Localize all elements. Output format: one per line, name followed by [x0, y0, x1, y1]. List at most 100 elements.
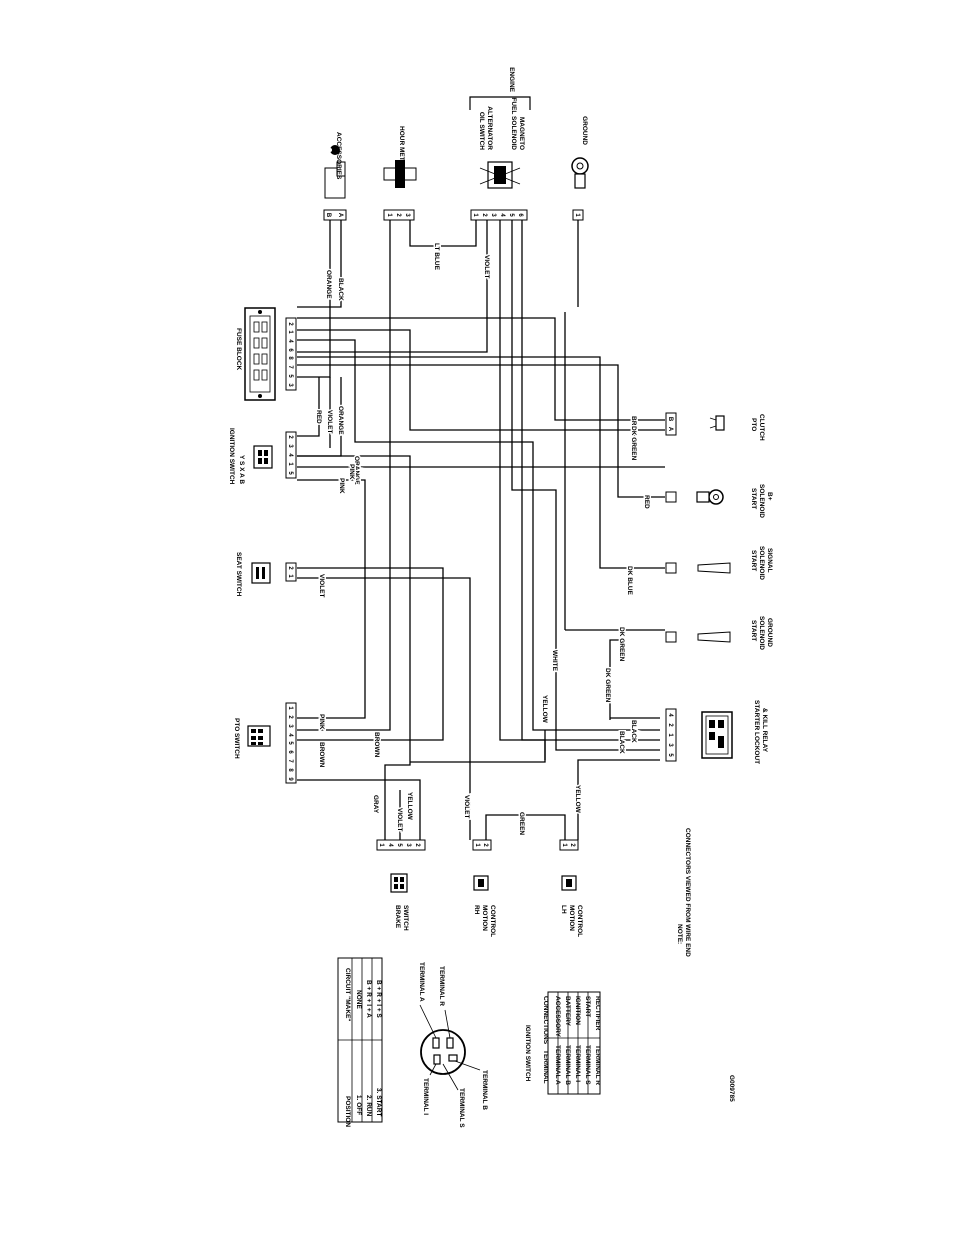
pin: 4 — [287, 339, 293, 343]
pin: 2 — [482, 843, 488, 847]
wire-label-violet-engine: VIOLET — [483, 255, 490, 279]
relay-connector — [665, 708, 677, 762]
pin: 3 — [287, 383, 293, 387]
note: NOTE: CONNECTORS VIEWED FROM WIRE END — [676, 828, 691, 957]
wire-label-violet-rh: VIOLET — [463, 795, 470, 819]
pin-labels: B A 1 2 3 1 2 3 4 5 6 1 2 1 4 6 8 7 5 3 … — [287, 213, 673, 848]
start-signal-connector — [665, 562, 677, 574]
start-b-device — [696, 489, 724, 505]
wire-label-brown-pto: BROWN — [373, 732, 380, 758]
pin: 1 — [287, 330, 293, 334]
terminal-s-label: TERMINAL S — [458, 1088, 465, 1128]
pin: 2 — [569, 843, 575, 847]
start-signal-label-2: SOLENOID — [758, 546, 765, 580]
pin: 1 — [287, 574, 293, 578]
pin: 2 — [414, 843, 420, 847]
term-row-4: TERMINAL S — [584, 1045, 591, 1085]
relay-device — [701, 711, 733, 759]
wire-label-gray: GRAY — [372, 795, 379, 814]
pin: 4 — [287, 733, 293, 737]
start-signal-device — [697, 562, 731, 574]
pin: B — [325, 213, 331, 218]
wire-label-brown-clutch: BROWN — [630, 416, 637, 442]
pin: 3 — [667, 743, 673, 747]
wire-label-black: BLACK — [337, 278, 344, 301]
term-row-1: TERMINAL A — [554, 1045, 561, 1085]
start-ground-label-2: SOLENOID — [758, 616, 765, 650]
pto-clutch-device — [709, 415, 725, 431]
circuit-header: CIRCUIT "MAKE" — [344, 968, 351, 1021]
wire-label-yellow-relay: YELLOW — [541, 695, 548, 724]
terminal-i-label: TERMINAL I — [422, 1078, 429, 1115]
pin: 4 — [287, 453, 293, 457]
pin: 7 — [287, 759, 293, 763]
start-signal-label-3: SIGNAL — [766, 548, 773, 573]
wire-label-violet-brake: VIOLET — [396, 808, 403, 832]
brake-label-2: SWITCH — [402, 905, 409, 931]
wire-label-yellow-lh: YELLOW — [574, 785, 581, 814]
brake-connector — [376, 839, 426, 851]
pto-switch-label: PTO SWITCH — [233, 718, 240, 759]
start-b-connector — [665, 491, 677, 503]
wire-label-dk-green-ground: DK GREEN — [618, 627, 625, 662]
term-row-5-conn: RECTIFIER — [594, 996, 601, 1031]
pin: 9 — [287, 777, 293, 781]
pos-row-1: 1. OFF — [355, 1095, 362, 1115]
wire-label-pink-1: PINK — [348, 464, 355, 480]
relay-label-1: STARTER LOCKOUT — [753, 700, 760, 764]
ground-device — [571, 157, 589, 189]
position-table: POSITION CIRCUIT "MAKE" 1. OFF NONE 2. R… — [337, 957, 383, 1127]
pin: 5 — [508, 213, 514, 217]
ignition-connector — [285, 431, 297, 479]
wire-label-brown-pto-2: BROWN — [318, 742, 325, 768]
start-b-label-3: B+ — [766, 492, 773, 501]
lh-label-1: LH — [560, 905, 567, 914]
pin: 2 — [287, 566, 293, 570]
wire-label-violet-ign: VIOLET — [326, 410, 333, 434]
seat-switch-device — [251, 562, 271, 584]
start-signal-label-1: START — [750, 550, 757, 571]
fuse-block-label: FUSE BLOCK — [235, 328, 242, 371]
fuse-block-connector — [285, 317, 297, 391]
pto-switch-connector — [285, 702, 297, 784]
engine-connector — [470, 209, 528, 221]
start-b-label-2: SOLENOID — [758, 484, 765, 518]
pin: 2 — [287, 715, 293, 719]
pin: 7 — [287, 365, 293, 369]
pos-row-3-make: B + R + I + S — [375, 980, 382, 1018]
pin: 5 — [667, 753, 673, 757]
accessories-connector — [323, 209, 347, 221]
wire-label-pink-pto: PINK — [318, 714, 325, 730]
pin: 1 — [287, 462, 293, 466]
pos-row-1-make: NONE — [355, 990, 362, 1009]
pin: 2 — [287, 322, 293, 326]
hour-meter-connector — [383, 209, 415, 221]
wire-label-violet-seat: VIOLET — [318, 574, 325, 598]
engine-label-alt: ALTERNATOR — [486, 106, 493, 150]
pin: 1 — [474, 843, 480, 847]
note-text: CONNECTORS VIEWED FROM WIRE END — [684, 828, 691, 957]
pin: A — [667, 427, 673, 432]
wire-labels: ORANGE BLACK LT BLUE VIOLET RED VIOLET O… — [314, 242, 652, 837]
term-row-5: TERMINAL R — [594, 1045, 601, 1085]
note-title: NOTE: — [676, 924, 683, 944]
pin: 2 — [287, 435, 293, 439]
pin: 4 — [667, 713, 673, 717]
engine-bracket-label: ENGINE — [508, 67, 515, 93]
pin: 2 — [481, 213, 487, 217]
wire-label-black-relay-1: BLACK — [630, 720, 637, 743]
pos-row-3: 3. START — [375, 1088, 382, 1116]
pin: 3 — [490, 213, 496, 217]
rh-label-3: CONTROL — [489, 905, 496, 937]
brake-switch-device — [390, 873, 408, 893]
switch-terminal-drawing: TERMINAL A TERMINAL R TERMINAL I TERMINA… — [418, 962, 488, 1128]
wire-label-white: WHITE — [551, 650, 558, 672]
term-row-2: TERMINAL B — [564, 1045, 571, 1085]
rh-motion-device — [473, 875, 489, 891]
term-row-4-conn: START — [584, 996, 591, 1017]
hour-meter-label: HOUR METER — [398, 126, 405, 170]
pin: 1 — [574, 213, 580, 217]
accessories-device — [324, 145, 346, 199]
pin: 6 — [517, 213, 523, 217]
wire-label-green: GREEN — [518, 812, 525, 835]
